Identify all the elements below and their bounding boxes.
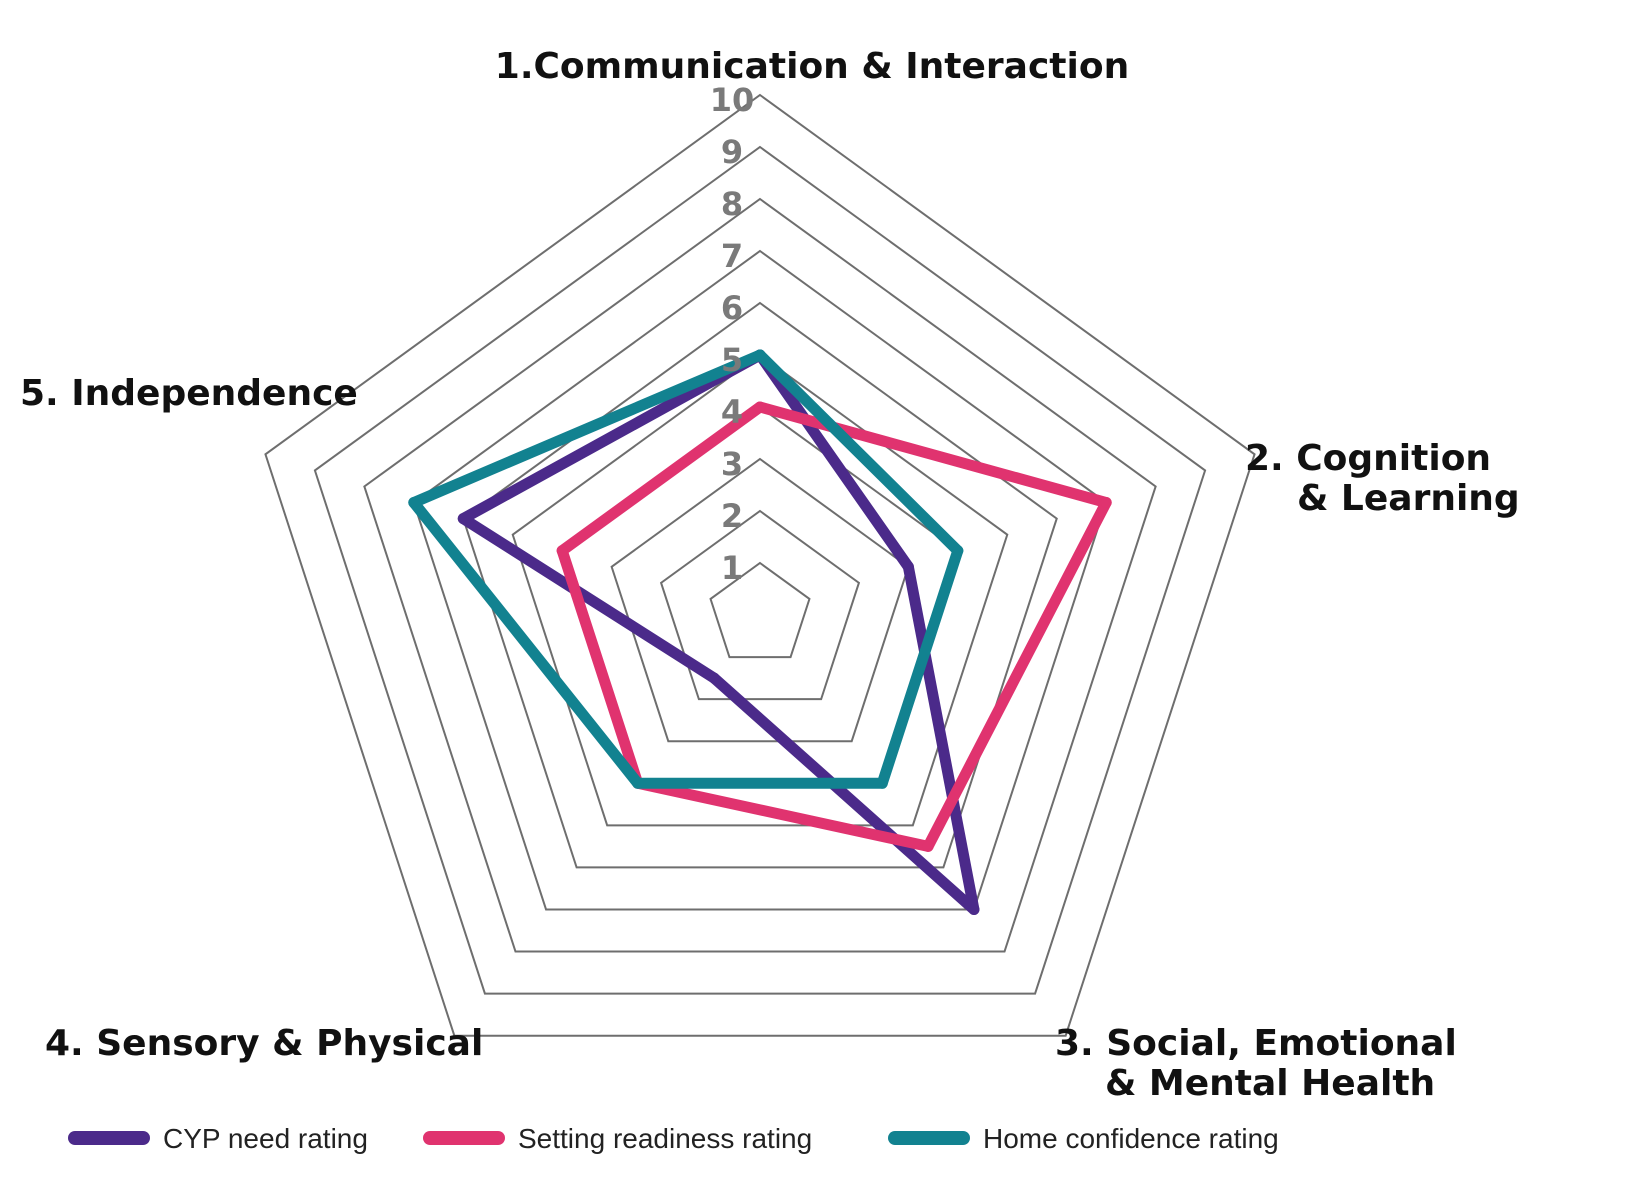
series-2-point-3 (922, 840, 934, 852)
series-2-point-1 (754, 401, 766, 413)
grid-ring-6 (462, 301, 1058, 869)
grid-ring-5 (511, 353, 1009, 827)
series-line-2 (556, 401, 1112, 852)
axis-label-3-line-1: 3. Social, Emotional (1055, 1023, 1457, 1064)
grid-ring-3 (610, 457, 910, 743)
legend-label-3: Home confidence rating (983, 1123, 1279, 1154)
series-1-point-2 (902, 561, 914, 573)
tick-label-10: 10 (710, 81, 755, 119)
radar-tick-labels: 1 2 3 4 5 6 7 8 9 10 (710, 81, 755, 587)
axis-label-5-line-1: 5. Independence (20, 373, 358, 414)
tick-label-9: 9 (721, 133, 743, 171)
axis-label-1-line-1: 1.Communication & Interaction (495, 46, 1129, 87)
tick-label-5: 5 (721, 341, 743, 379)
axis-label-5: 5. Independence (20, 373, 358, 414)
axis-label-2-line-1: 2. Cognition (1245, 438, 1491, 479)
grid-ring-7 (412, 249, 1108, 911)
tick-label-2: 2 (721, 497, 743, 535)
tick-label-1: 1 (721, 549, 743, 587)
series-1-point-3 (968, 903, 980, 915)
axis-label-4-line-1: 4. Sensory & Physical (45, 1023, 483, 1064)
series-line-3 (408, 349, 964, 789)
tick-label-8: 8 (721, 185, 743, 223)
grid-ring-2 (659, 509, 861, 701)
axis-label-4: 4. Sensory & Physical (45, 1023, 483, 1064)
radar-series (408, 349, 1112, 915)
axis-label-3-line-2: & Mental Health (1105, 1063, 1435, 1104)
series-line-1 (457, 349, 980, 915)
tick-label-3: 3 (721, 445, 743, 483)
axis-label-3: 3. Social, Emotional& Mental Health (1055, 1023, 1457, 1104)
series-3-point-1 (754, 349, 766, 361)
radar-grid (264, 93, 1256, 1037)
series-3-point-2 (952, 545, 964, 557)
chart-legend: CYP need rating Setting readiness rating H… (68, 1123, 1279, 1154)
grid-ring-8 (363, 197, 1157, 953)
series-1-point-4 (708, 672, 720, 684)
tick-label-7: 7 (721, 237, 743, 275)
series-3-point-4 (632, 777, 644, 789)
series-1-point-5 (457, 513, 469, 525)
tick-label-6: 6 (721, 289, 743, 327)
radar-axis-labels: 1.Communication & Interaction 2. Cognitio… (20, 46, 1520, 1104)
legend-label-1: CYP need rating (163, 1123, 368, 1154)
legend-label-2: Setting readiness rating (518, 1123, 812, 1154)
axis-label-1: 1.Communication & Interaction (495, 46, 1129, 87)
series-2-point-5 (556, 545, 568, 557)
tick-label-4: 4 (721, 393, 743, 431)
axis-label-2: 2. Cognition& Learning (1245, 438, 1520, 519)
grid-ring-10 (264, 93, 1256, 1037)
grid-ring-9 (313, 145, 1207, 995)
series-3-point-3 (876, 777, 888, 789)
series-2-point-2 (1100, 497, 1112, 509)
axis-label-2-line-2: & Learning (1297, 478, 1520, 519)
grid-ring-1 (709, 561, 811, 659)
series-3-point-5 (408, 497, 420, 509)
